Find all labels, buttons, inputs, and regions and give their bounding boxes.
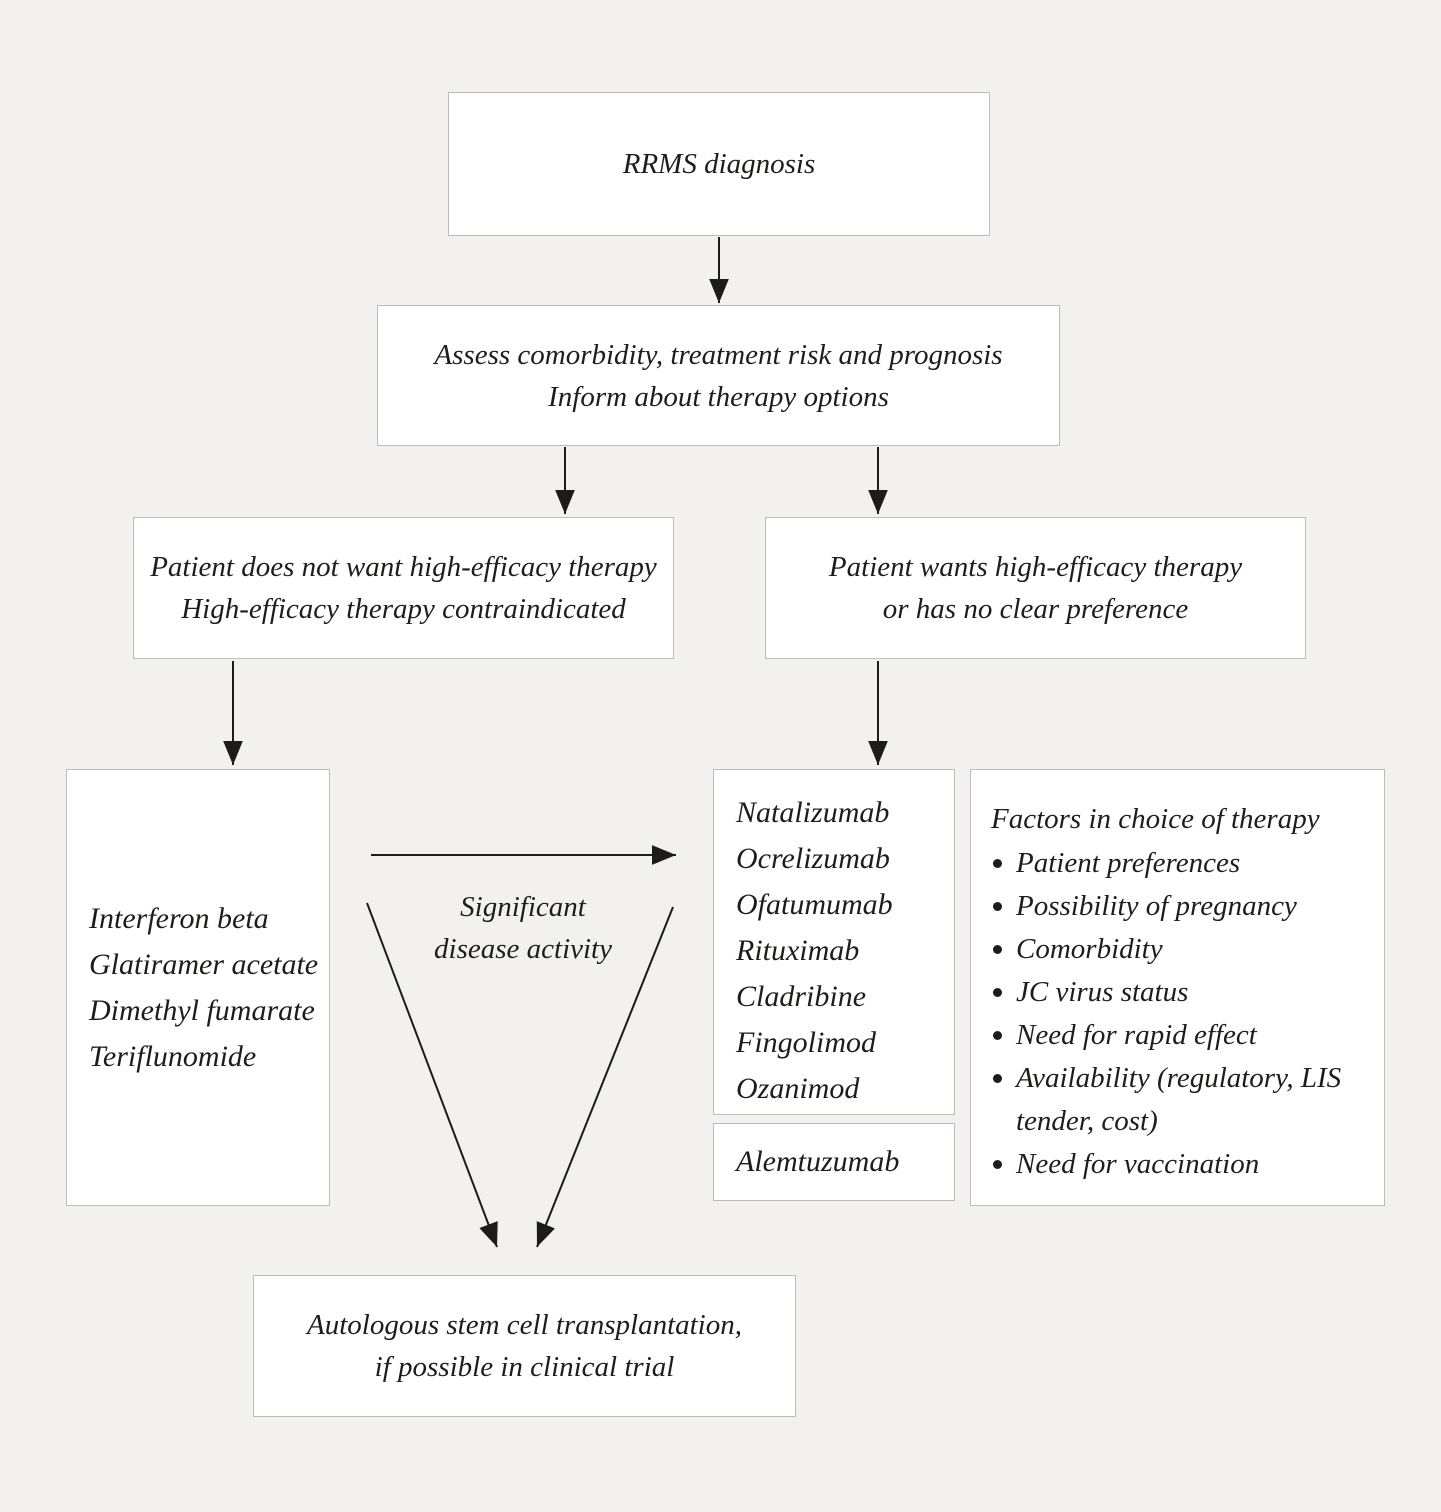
node-stem-cell-line1: Autologous stem cell transplantation, bbox=[307, 1309, 742, 1341]
node-wants-high-efficacy-line1: Patient wants high-efficacy therapy bbox=[828, 551, 1243, 583]
node-assess: Assess comorbidity, treatment risk and p… bbox=[377, 305, 1060, 446]
factor-item: Need for rapid effect bbox=[991, 1014, 1370, 1057]
factor-pregnancy: Possibility of pregnancy bbox=[1016, 890, 1297, 922]
drug-natalizumab: Natalizumab bbox=[736, 796, 890, 829]
label-disease-activity-line1: Significant bbox=[460, 891, 586, 923]
factor-item: JC virus status bbox=[991, 971, 1370, 1014]
node-factors: Factors in choice of therapy Patient pre… bbox=[970, 769, 1385, 1206]
label-disease-activity: Significant disease activity bbox=[373, 886, 673, 970]
drug-ofatumumab: Ofatumumab bbox=[736, 888, 893, 921]
bullet-icon bbox=[993, 859, 1002, 868]
drug-fingolimod: Fingolimod bbox=[736, 1026, 876, 1059]
factors-title: Factors in choice of therapy bbox=[991, 803, 1320, 835]
bullet-icon bbox=[993, 945, 1002, 954]
node-alemtuzumab: Alemtuzumab bbox=[713, 1123, 955, 1201]
drug-ocrelizumab: Ocrelizumab bbox=[736, 842, 890, 875]
drug-teriflunomide: Teriflunomide bbox=[89, 1039, 257, 1073]
drug-dimethyl-fumarate: Dimethyl fumarate bbox=[89, 993, 315, 1027]
factor-jc-virus: JC virus status bbox=[1016, 976, 1189, 1008]
factor-vaccination: Need for vaccination bbox=[1016, 1148, 1260, 1180]
label-disease-activity-line2: disease activity bbox=[434, 933, 612, 965]
node-rrms-diagnosis-label: RRMS diagnosis bbox=[622, 148, 816, 180]
node-assess-line1: Assess comorbidity, treatment risk and p… bbox=[434, 338, 1003, 371]
factor-item: Possibility of pregnancy bbox=[991, 885, 1370, 928]
drug-rituximab: Rituximab bbox=[736, 934, 860, 967]
factor-rapid-effect: Need for rapid effect bbox=[1016, 1019, 1257, 1051]
factor-item: Comorbidity bbox=[991, 928, 1370, 971]
factor-item: Need for vaccination bbox=[991, 1143, 1370, 1186]
bullet-icon bbox=[993, 902, 1002, 911]
node-stem-cell-line2: if possible in clinical trial bbox=[374, 1351, 675, 1383]
node-no-high-efficacy: Patient does not want high-efficacy ther… bbox=[133, 517, 674, 659]
node-wants-high-efficacy-line2: or has no clear preference bbox=[882, 593, 1189, 625]
node-moderate-efficacy-drugs: Interferon beta Glatiramer acetate Dimet… bbox=[66, 769, 330, 1206]
node-no-high-efficacy-line1: Patient does not want high-efficacy ther… bbox=[150, 551, 657, 583]
factor-comorbidity: Comorbidity bbox=[1016, 933, 1163, 965]
node-no-high-efficacy-line2: High-efficacy therapy contraindicated bbox=[181, 593, 626, 625]
bullet-icon bbox=[993, 1074, 1002, 1083]
drug-glatiramer-acetate: Glatiramer acetate bbox=[89, 947, 319, 981]
drug-alemtuzumab: Alemtuzumab bbox=[736, 1145, 900, 1178]
factor-item: Availability (regulatory, LIS tender, co… bbox=[991, 1057, 1370, 1143]
node-wants-high-efficacy: Patient wants high-efficacy therapy or h… bbox=[765, 517, 1306, 659]
factor-availability: Availability (regulatory, LIS tender, co… bbox=[1016, 1062, 1342, 1137]
factor-item: Patient preferences bbox=[991, 842, 1370, 885]
node-high-efficacy-drugs: Natalizumab Ocrelizumab Ofatumumab Ritux… bbox=[713, 769, 955, 1115]
bullet-icon bbox=[993, 1031, 1002, 1040]
drug-ozanimod: Ozanimod bbox=[736, 1072, 860, 1105]
factor-patient-preferences: Patient preferences bbox=[1016, 847, 1241, 879]
node-stem-cell: Autologous stem cell transplantation, if… bbox=[253, 1275, 796, 1417]
node-assess-line2: Inform about therapy options bbox=[548, 380, 889, 413]
bullet-icon bbox=[993, 1160, 1002, 1169]
drug-cladribine: Cladribine bbox=[736, 980, 867, 1013]
drug-interferon-beta: Interferon beta bbox=[89, 901, 269, 935]
bullet-icon bbox=[993, 988, 1002, 997]
node-rrms-diagnosis: RRMS diagnosis bbox=[448, 92, 990, 236]
